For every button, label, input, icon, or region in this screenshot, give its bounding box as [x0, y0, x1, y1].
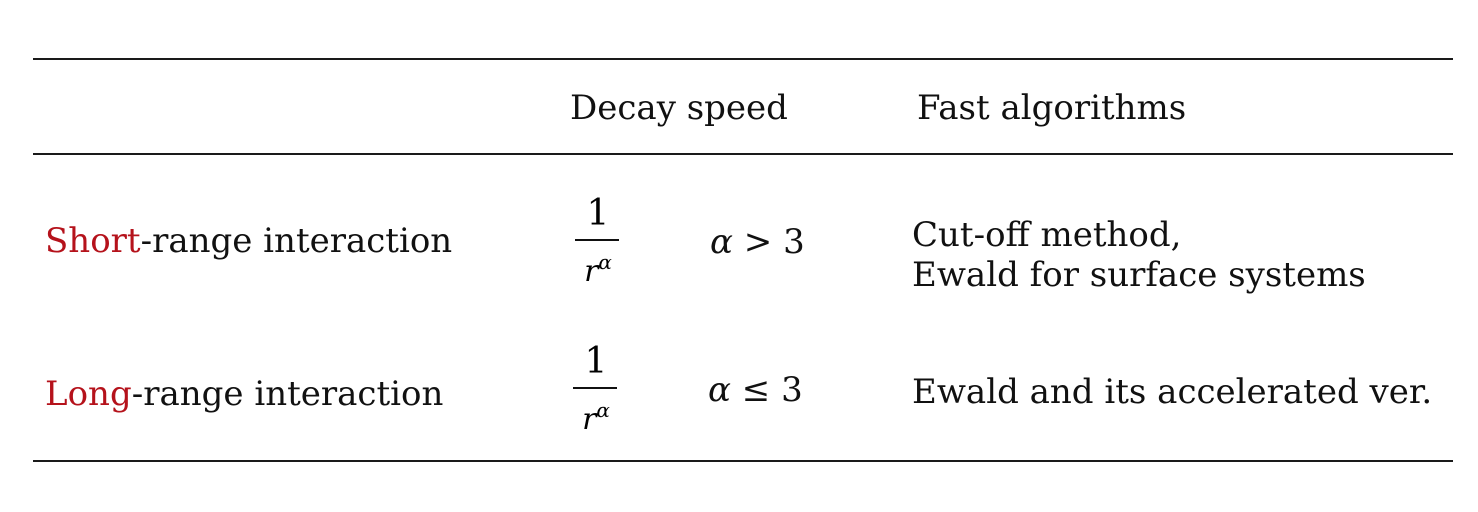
- label-highlight: Short: [45, 221, 141, 261]
- fraction-denominator: rα: [584, 250, 612, 289]
- label-rest: -range interaction: [140, 221, 453, 261]
- label-highlight: Long: [45, 374, 132, 414]
- header-fast-algorithms: Fast algorithms: [917, 88, 1187, 128]
- row-label-long-range: Long-range interaction: [45, 374, 443, 414]
- algorithm-long-line1: Ewald and its accelerated ver.: [912, 372, 1433, 412]
- algorithm-short-line1: Cut-off method,: [912, 215, 1182, 255]
- label-rest: -range interaction: [131, 374, 444, 414]
- algorithm-short-line2: Ewald for surface systems: [912, 255, 1366, 295]
- fraction-denominator: rα: [582, 398, 610, 437]
- row-label-short-range: Short-range interaction: [45, 221, 452, 261]
- fraction-long: 1 rα: [571, 342, 621, 442]
- header-decay-speed: Decay speed: [570, 88, 788, 128]
- fraction-bar: [575, 239, 619, 241]
- bottom-rule: [33, 460, 1453, 462]
- fraction-bar: [573, 387, 617, 389]
- condition-long: α ≤ 3: [708, 370, 803, 410]
- fraction-short: 1 rα: [573, 194, 623, 294]
- header-rule: [33, 153, 1453, 155]
- top-rule: [33, 58, 1453, 60]
- fraction-numerator: 1: [584, 341, 608, 382]
- condition-short: α > 3: [710, 222, 805, 262]
- fraction-numerator: 1: [586, 193, 610, 234]
